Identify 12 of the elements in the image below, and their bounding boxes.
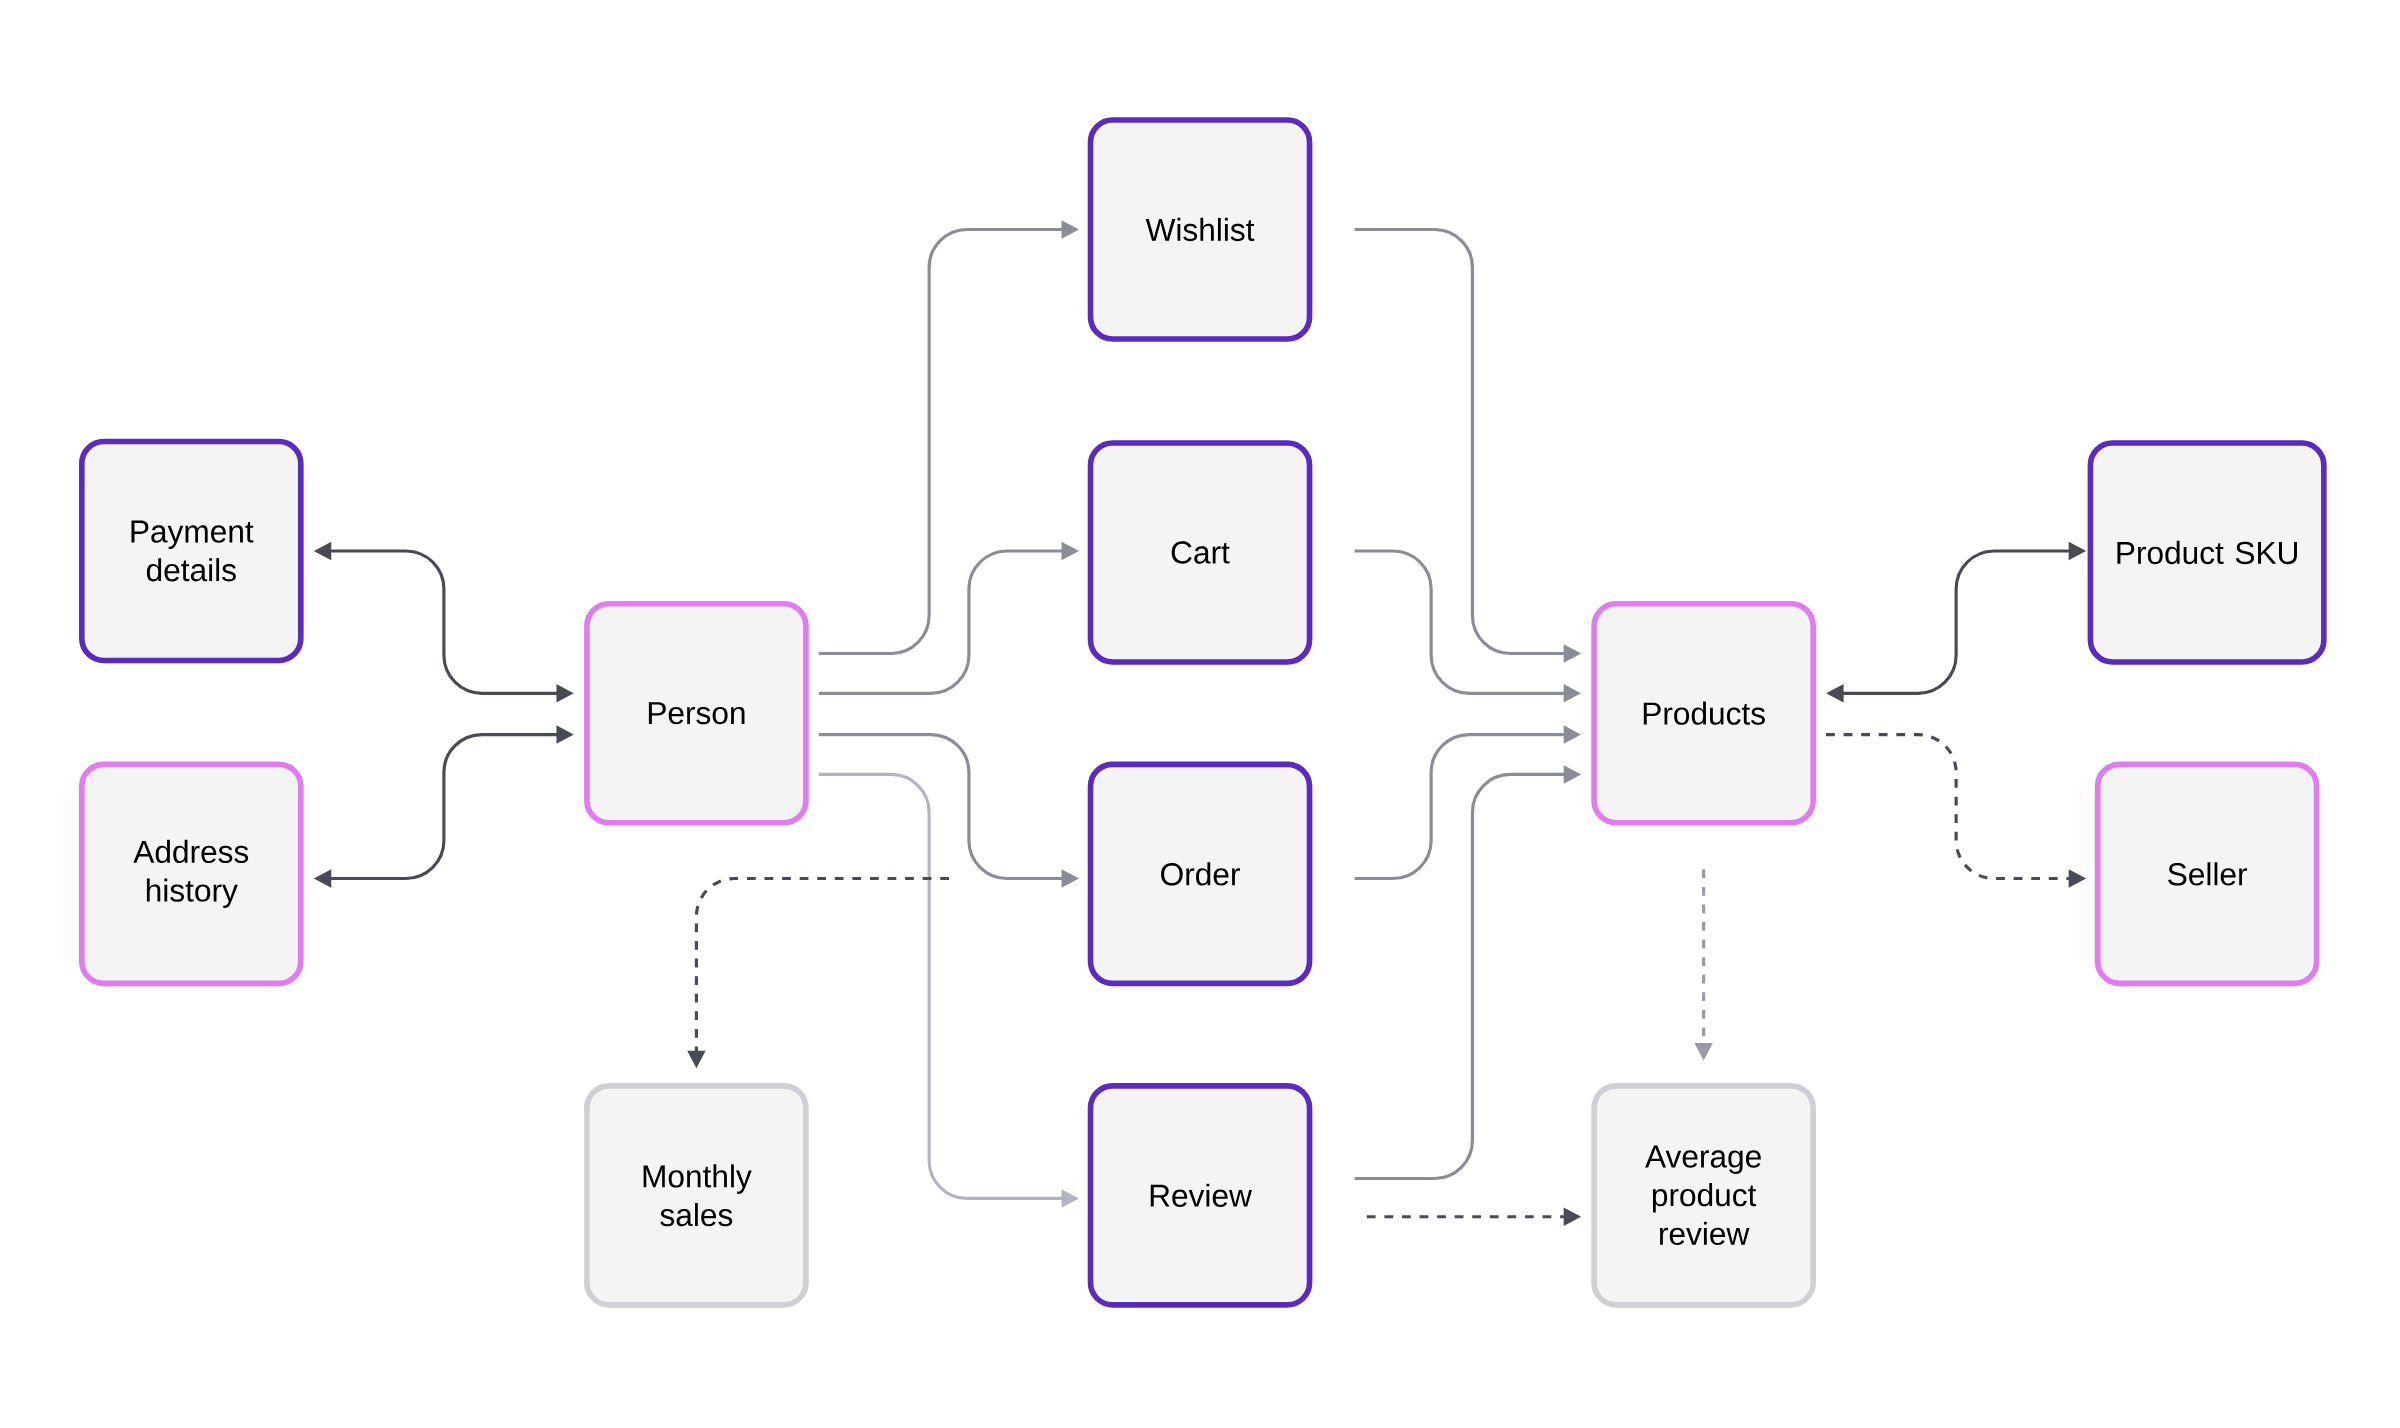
process-box: Review — [1087, 1083, 1313, 1308]
process-box: Monthly sales — [584, 1083, 809, 1308]
process-box: Order — [1087, 761, 1313, 987]
process-box: Address history — [79, 761, 304, 987]
process-box: Product SKU — [2087, 440, 2327, 665]
process-box: Wishlist — [1087, 117, 1313, 342]
process-box: Seller — [2094, 761, 2320, 987]
process-box: Person — [584, 600, 809, 826]
process-box: Payment details — [79, 438, 304, 664]
process-box: Products — [1591, 600, 1816, 826]
process-box: Cart — [1087, 440, 1313, 665]
process-box: Average product review — [1591, 1083, 1816, 1308]
